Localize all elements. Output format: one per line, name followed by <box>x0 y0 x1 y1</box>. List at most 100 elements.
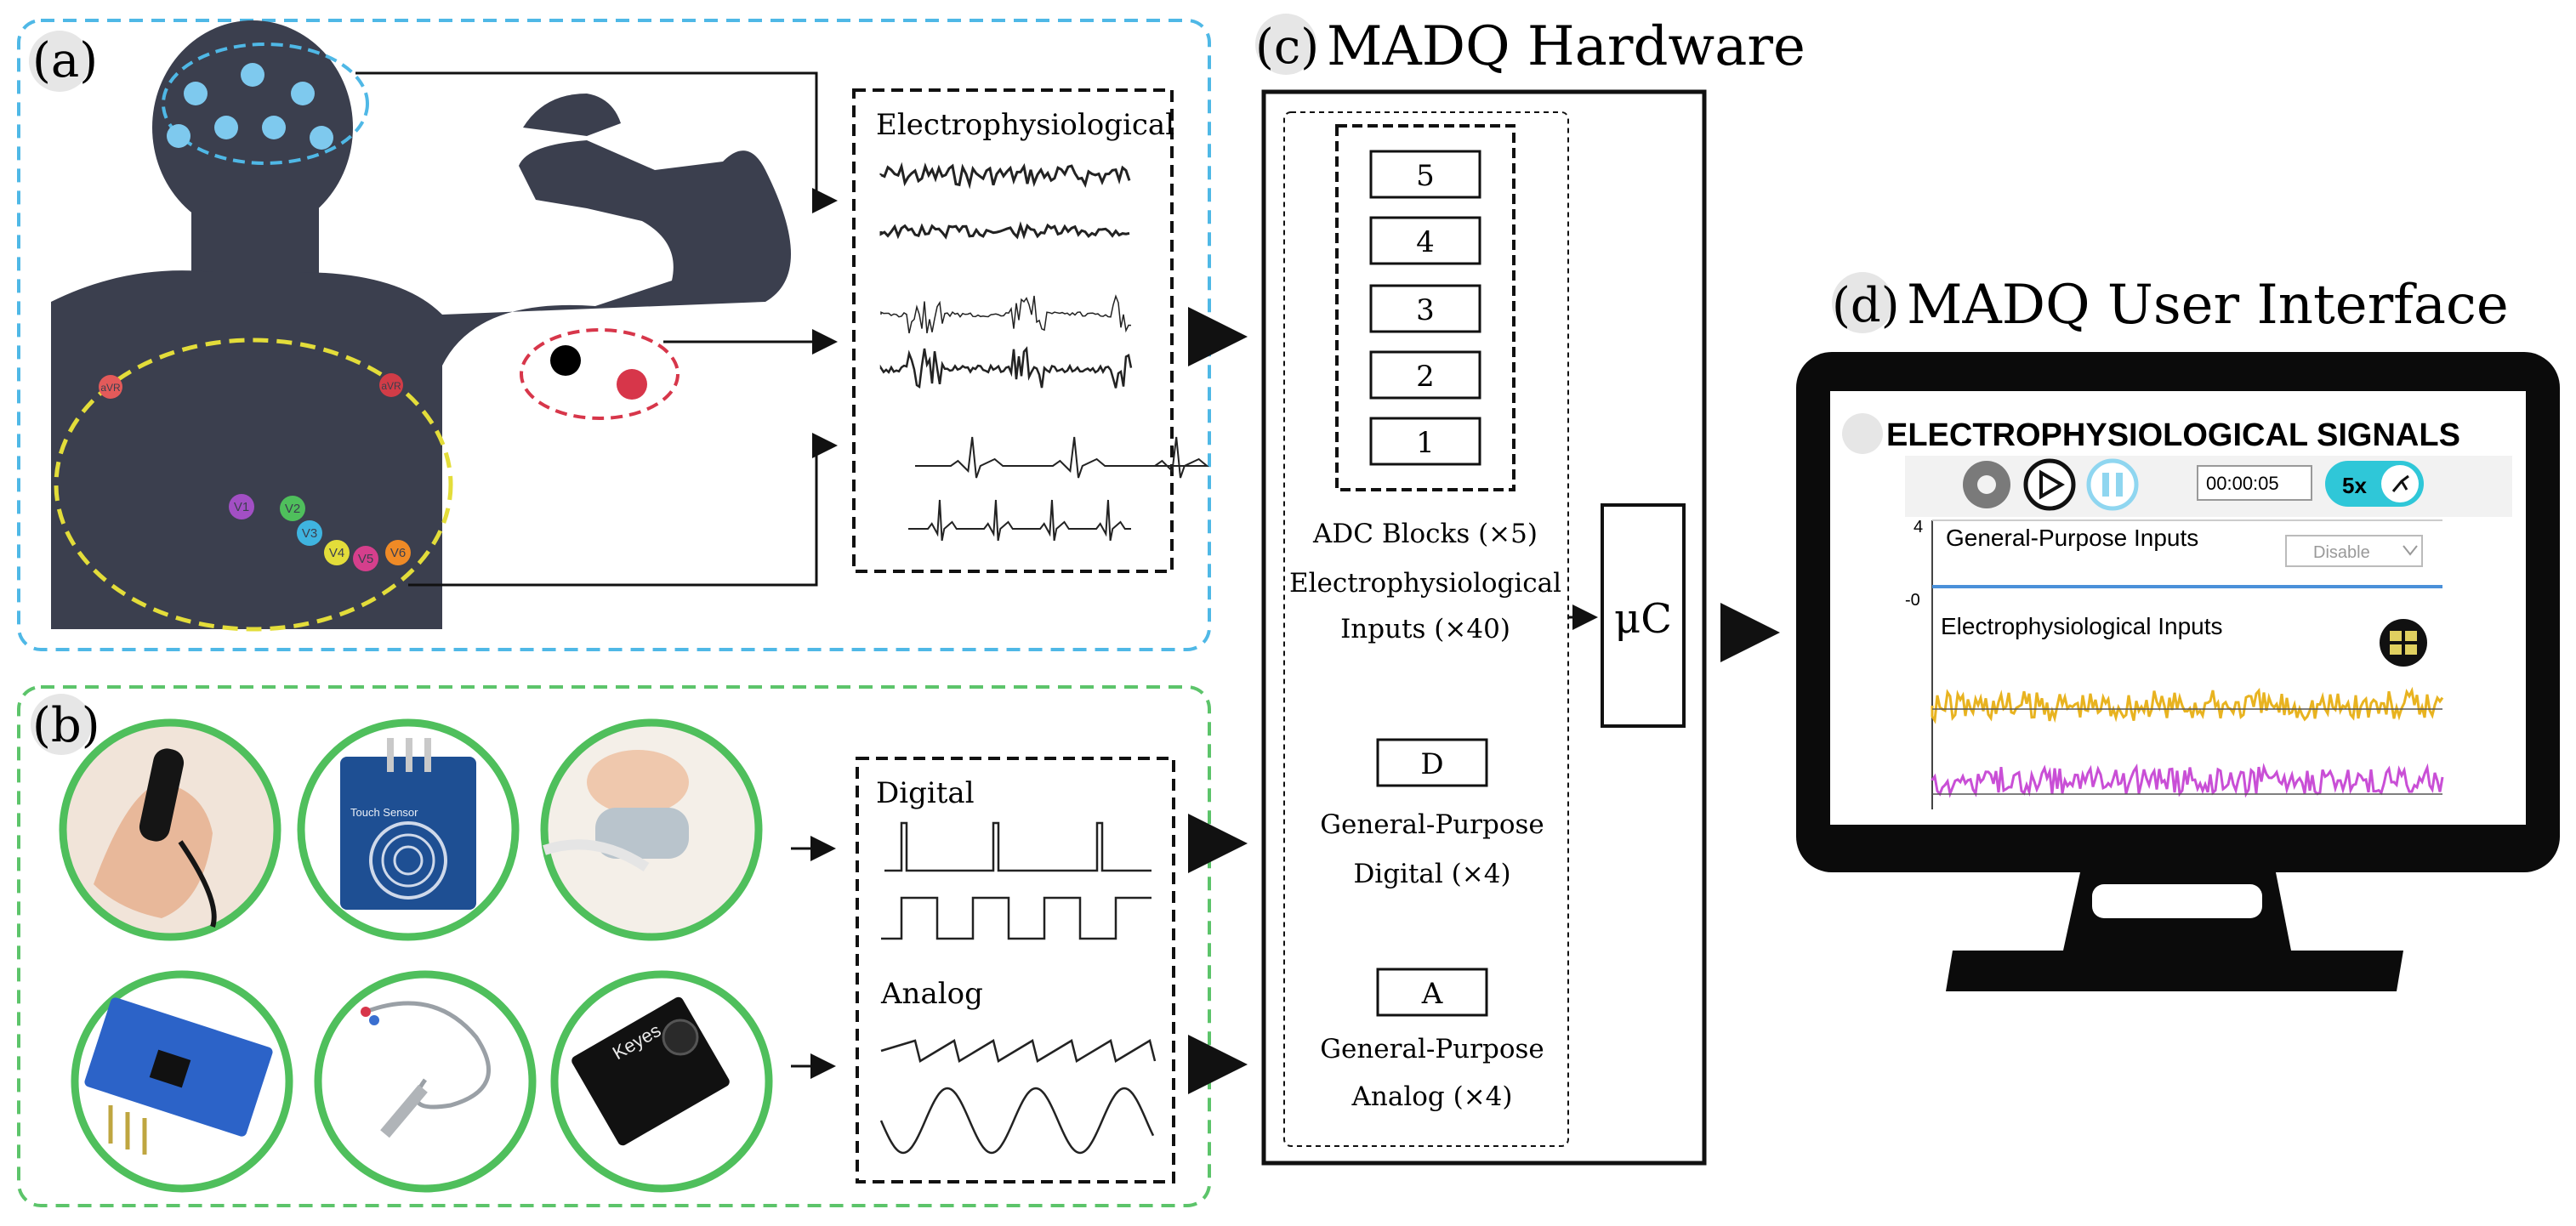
adc-block-number: 1 <box>1416 426 1435 460</box>
panel-b-label: (b) <box>32 698 100 753</box>
panel-b-border <box>17 685 1211 1207</box>
pause-icon[interactable] <box>2086 458 2139 511</box>
digital-square-trace <box>881 896 1152 940</box>
gp-inputs-label: General-Purpose Inputs <box>1946 525 2198 551</box>
gp-mode-select[interactable] <box>2285 535 2423 567</box>
panel-a: (a) aVR aVR V1 V2 V3 <box>17 19 1248 651</box>
monitor-neck-slot <box>2092 884 2262 918</box>
eeg-trace <box>879 162 1131 190</box>
screen-title-badge <box>1842 413 1883 454</box>
panel-a-border <box>17 19 1211 651</box>
digital-block <box>1376 738 1488 787</box>
analog-label: Analog <box>880 977 983 1011</box>
electrode-label: V5 <box>358 552 373 566</box>
analog-caption-line: Analog (×4) <box>1351 1081 1513 1112</box>
microcontroller-block <box>1601 503 1686 728</box>
adc-block <box>1369 350 1481 400</box>
analog-caption-line: General-Purpose <box>1320 1034 1544 1064</box>
adc-caption-line: Inputs (×40) <box>1340 614 1510 644</box>
ep-inputs-label: Electrophysiological Inputs <box>1941 613 2223 639</box>
panel-d-label-badge <box>1832 272 1893 333</box>
emg-electrode-red <box>617 369 647 400</box>
ep-trace-magenta <box>1931 763 2444 798</box>
analog-sine-trace <box>879 1087 1155 1155</box>
gp-y-max-label: 4 <box>1914 518 1923 536</box>
panel-b: (b) Touch Sensor <box>17 685 1248 1207</box>
analog-sawtooth-trace <box>880 1039 1157 1063</box>
signals-box-title: Electrophysiological <box>876 108 1174 142</box>
electrode-label: aVR <box>100 382 121 394</box>
emg-trace <box>880 294 1132 334</box>
sensor-temperature-probe <box>314 970 537 1193</box>
digital-caption: General-Purpose Digital (×4) <box>1320 809 1544 889</box>
adc-block-number: 3 <box>1416 293 1435 327</box>
panel-c: (c) MADQ Hardware 5 4 3 2 1 ADC Blocks (… <box>1255 14 1805 1166</box>
ecg-shoulder-electrodes: aVR aVR <box>99 373 403 399</box>
electrode-label: V6 <box>390 546 406 560</box>
electrode-label: V3 <box>302 526 317 541</box>
adc-block <box>1369 417 1481 466</box>
electrophysiological-signals-box <box>852 88 1174 573</box>
panel-c-title: MADQ Hardware <box>1327 15 1805 78</box>
layout-grid-icon[interactable] <box>2380 619 2427 667</box>
speed-label: 5x <box>2342 473 2367 498</box>
emg-electrode-black <box>550 345 581 376</box>
digital-analog-traces <box>879 821 1157 1155</box>
adc-block <box>1369 150 1481 199</box>
adc-block-number: 5 <box>1416 159 1435 193</box>
adc-caption-line: Electrophysiological <box>1289 568 1561 599</box>
digital-caption-line: General-Purpose <box>1320 809 1544 840</box>
ep-trace-yellow <box>1931 686 2444 724</box>
adc-block <box>1369 216 1481 265</box>
digital-block-letter: D <box>1420 747 1443 781</box>
emg-trace <box>879 346 1133 389</box>
play-icon[interactable] <box>2023 458 2076 511</box>
gp-mode-select-value: Disable <box>2313 543 2370 562</box>
eeg-trace <box>879 221 1130 240</box>
panel-c-label-badge <box>1255 14 1316 75</box>
sensor-touch-module: Touch Sensor <box>297 718 520 941</box>
digital-analog-signals-box <box>856 757 1175 1183</box>
sensor-hand-switch <box>59 718 281 941</box>
adc-caption: ADC Blocks (×5) Electrophysiological Inp… <box>1289 519 1561 644</box>
ecg-region <box>54 338 453 632</box>
signal-traces <box>879 162 1209 542</box>
sensor-pulse-oximeter <box>540 718 763 941</box>
touch-sensor-text: Touch Sensor <box>350 806 418 819</box>
running-man-icon <box>2391 474 2409 492</box>
eeg-region <box>162 43 369 165</box>
monitor-stand-base <box>1946 951 2403 991</box>
adc-block-number: 2 <box>1416 360 1435 394</box>
panel-d: (d) MADQ User Interface ELECTROPHYSIOLOG… <box>1796 272 2560 991</box>
electrode-label: aVR <box>381 380 401 392</box>
ecg-trace <box>915 436 1209 479</box>
electrode-label: V4 <box>329 546 344 560</box>
screen-title: ELECTROPHYSIOLOGICAL SIGNALS <box>1886 417 2460 453</box>
adc-block <box>1369 284 1481 333</box>
gp-y-min-label: -0 <box>1905 591 1920 610</box>
panel-a-label-badge <box>29 31 90 92</box>
panel-a-label: (a) <box>32 33 98 88</box>
sensor-keyes-module: Keyes <box>550 970 773 1193</box>
adc-caption-line: ADC Blocks (×5) <box>1312 519 1538 549</box>
digital-label: Digital <box>876 776 975 810</box>
chevron-down-icon <box>2403 545 2418 556</box>
panel-c-label: (c) <box>1255 20 1319 75</box>
electrode-label: V2 <box>285 502 300 516</box>
speed-toggle[interactable]: 5x <box>2325 461 2424 507</box>
analog-caption: General-Purpose Analog (×4) <box>1320 1034 1544 1112</box>
analog-block <box>1376 968 1488 1017</box>
sensor-gyro-board <box>71 970 293 1193</box>
panel-a-connectors <box>355 71 838 587</box>
settings-gear-icon[interactable] <box>1963 461 2010 508</box>
digital-pulse-trace <box>884 821 1152 872</box>
microcontroller-label: μC <box>1614 595 1672 643</box>
hardware-board <box>1261 89 1707 1166</box>
timer-value: 00:00:05 <box>2206 473 2279 494</box>
adc-block-number: 4 <box>1416 225 1435 259</box>
ecg-trace <box>908 499 1131 542</box>
timer-display <box>2197 465 2312 501</box>
body-silhouette <box>51 20 791 629</box>
adc-block-stack <box>1335 124 1515 491</box>
